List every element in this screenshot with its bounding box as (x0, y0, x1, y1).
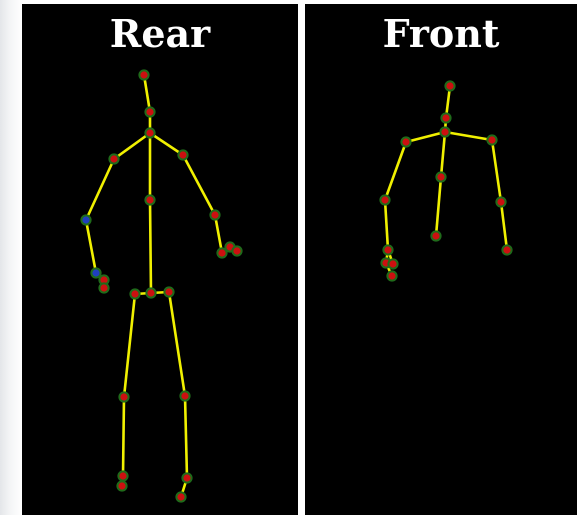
front-bone-r_elbow-r_wrist (383, 198, 390, 252)
front-joint-neck_top (440, 112, 452, 124)
rear-joint-r_hand_b (98, 282, 110, 294)
rear-joint-l_hand_a (216, 247, 228, 259)
rear-bone-l_shoulder-l_elbow (181, 153, 217, 217)
front-joint-spine_mid (435, 171, 447, 183)
rear-joint-r_knee (118, 391, 130, 403)
front-joint-neck (439, 126, 451, 138)
rear-joint-l_ankle (181, 472, 193, 484)
rear-joint-spine_mid (144, 194, 156, 206)
rear-joint-l_elbow (209, 209, 221, 221)
rear-bone-hip_l-l_knee (167, 290, 187, 398)
front-bone-neck-spine_mid (439, 130, 447, 179)
rear-skeleton (80, 69, 243, 503)
front-joint-l_shoulder (486, 134, 498, 146)
rear-joint-l_foot (175, 491, 187, 503)
rear-bone-r_knee-r_ankle (121, 395, 126, 478)
rear-view-title: Rear (109, 11, 211, 56)
rear-bone-l_knee-l_ankle (183, 394, 189, 480)
front-bone-neck-l_shoulder (443, 130, 494, 142)
front-joint-hip (430, 230, 442, 242)
front-joint-head (444, 80, 456, 92)
front-bone-spine_mid-hip (434, 175, 443, 238)
rear-joint-head (138, 69, 150, 81)
rear-bone-hip_r-r_knee (122, 292, 137, 399)
rear-bone-head-neck_top (142, 73, 152, 114)
rear-bone-r_elbow-r_wrist (84, 218, 98, 275)
rear-joint-hip_l (163, 286, 175, 298)
rear-view-panel: Rear (22, 4, 298, 515)
rear-joint-l_knee (179, 390, 191, 402)
front-joint-r_elbow (379, 194, 391, 206)
rear-bone-neck-r_shoulder (112, 131, 152, 161)
front-joint-r_wrist (382, 244, 394, 256)
rear-joint-hip_c (145, 287, 157, 299)
front-bone-neck-r_shoulder (404, 130, 447, 144)
front-joint-r_hand_b (387, 258, 399, 270)
rear-bone-l_elbow-l_hand_a (213, 213, 224, 255)
rear-joint-l_shoulder (177, 149, 189, 161)
rear-bone-spine_mid-hip_c (148, 198, 153, 295)
front-bone-l_elbow-l_wrist (499, 200, 509, 252)
rear-joint-r_wrist (90, 267, 102, 279)
rear-joint-r_shoulder (108, 153, 120, 165)
front-bone-r_shoulder-r_elbow (383, 140, 408, 202)
front-bone-l_shoulder-l_elbow (490, 138, 503, 204)
rear-bone-neck-l_shoulder (148, 131, 185, 157)
rear-joint-r_elbow (80, 214, 92, 226)
rear-joint-r_ankle (117, 470, 129, 482)
front-view-panel: Front (305, 4, 577, 515)
front-joint-l_elbow (495, 196, 507, 208)
front-view-title: Front (382, 11, 500, 56)
rear-bone-r_shoulder-r_elbow (84, 157, 116, 222)
panel-divider (298, 4, 305, 515)
rear-joint-l_hand_c (231, 245, 243, 257)
rear-joint-r_foot (116, 480, 128, 492)
rear-joint-neck_top (144, 106, 156, 118)
front-skeleton (379, 80, 513, 282)
front-joint-l_wrist (501, 244, 513, 256)
front-joint-r_shoulder (400, 136, 412, 148)
rear-joint-hip_r (129, 288, 141, 300)
front-joint-r_hand_c (386, 270, 398, 282)
rear-joint-neck (144, 127, 156, 139)
